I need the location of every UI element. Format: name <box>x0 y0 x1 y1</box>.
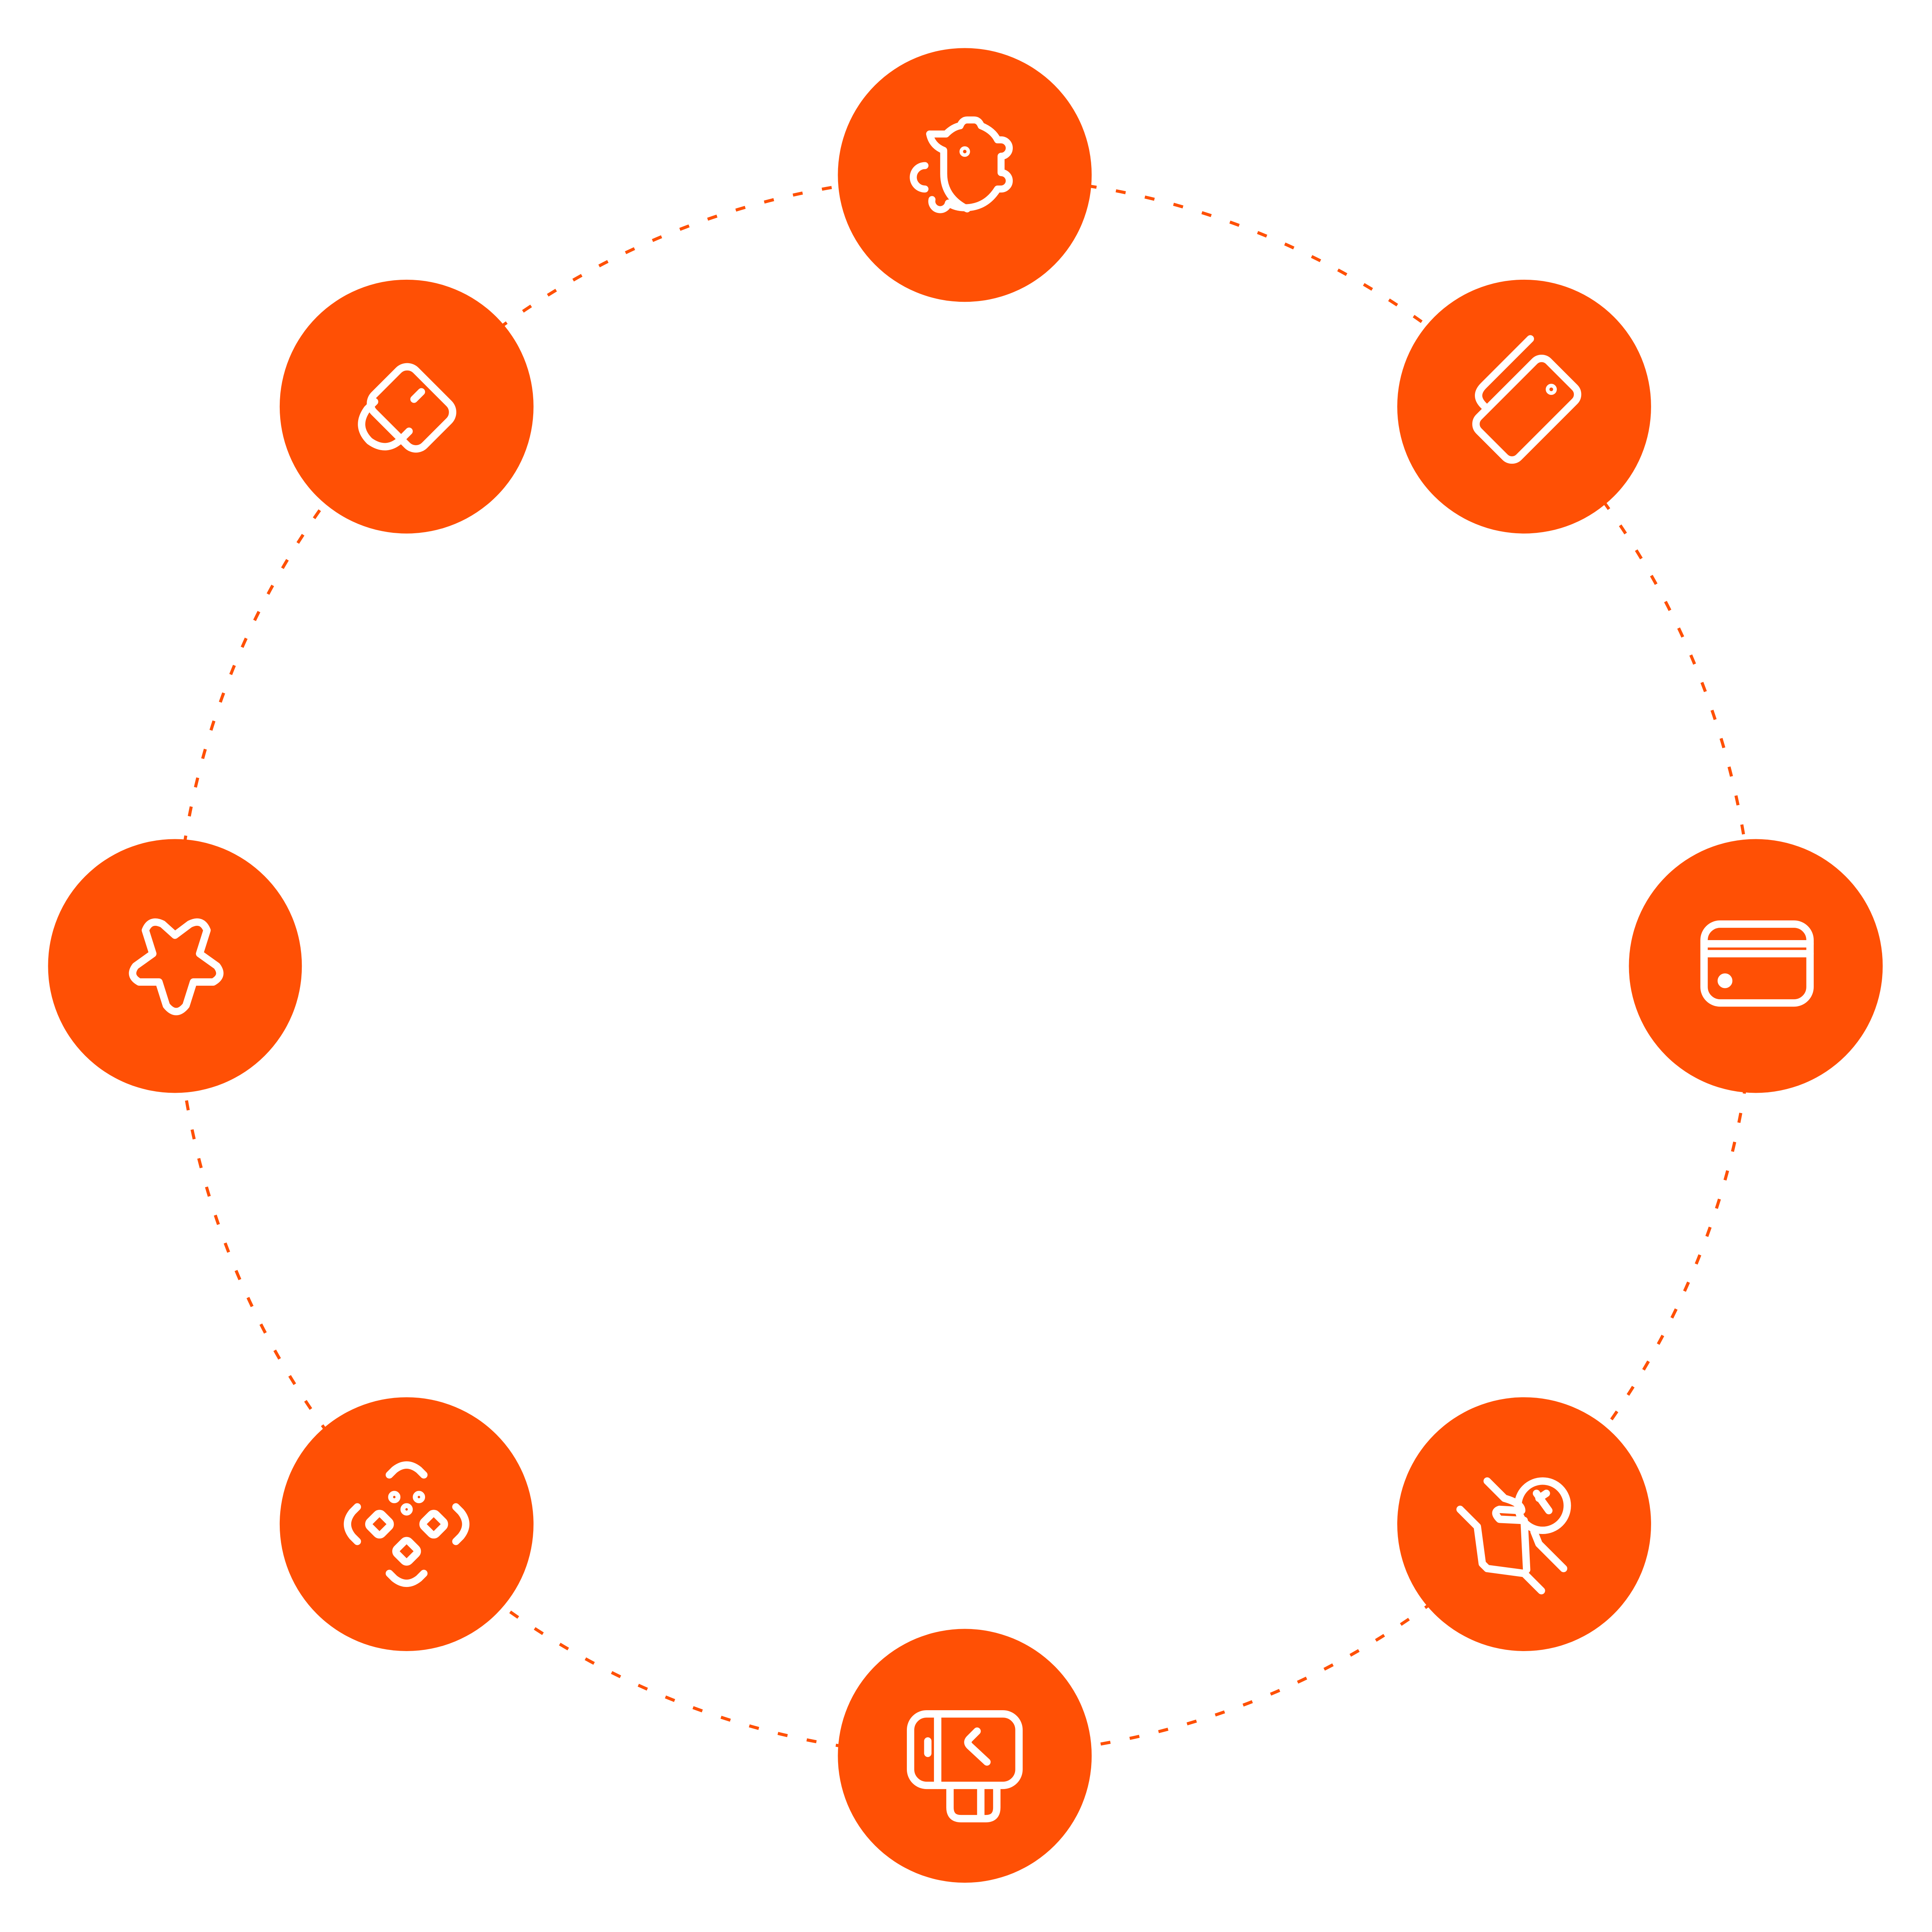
ticket-icon <box>1472 335 1582 464</box>
node-circle <box>279 279 534 534</box>
node-circle <box>838 48 1092 302</box>
pattern-icon <box>344 1461 469 1587</box>
credit-card-icon <box>1700 920 1814 1007</box>
node-eraser <box>279 279 534 534</box>
node-coin-exchange <box>1397 1397 1651 1651</box>
node-credit-card <box>1629 839 1883 1093</box>
node-ticket <box>1397 279 1651 534</box>
node-piggy-bank <box>838 48 1092 302</box>
node-star <box>48 839 302 1093</box>
star-icon <box>129 918 224 1015</box>
eraser-icon <box>358 363 456 453</box>
node-pattern <box>279 1397 534 1651</box>
node-circle <box>1397 279 1651 534</box>
node-card-terminal <box>838 1629 1092 1883</box>
node-circle <box>838 1629 1092 1883</box>
node-circle <box>48 839 302 1093</box>
node-circle <box>279 1397 534 1651</box>
piggy-bank-icon <box>910 116 1013 213</box>
card-terminal-icon <box>906 1710 1023 1823</box>
node-circle <box>1629 839 1883 1093</box>
coin-exchange-icon <box>1456 1477 1571 1595</box>
